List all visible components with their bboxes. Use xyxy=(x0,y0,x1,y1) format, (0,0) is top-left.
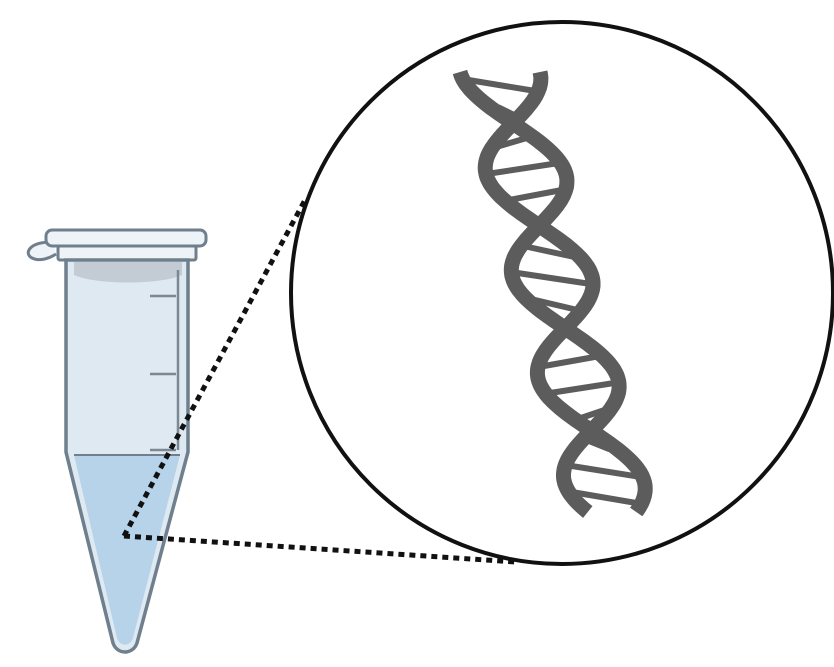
tube-cap xyxy=(46,230,206,246)
tube-collar xyxy=(58,246,196,260)
tube-cap-band xyxy=(74,262,182,283)
